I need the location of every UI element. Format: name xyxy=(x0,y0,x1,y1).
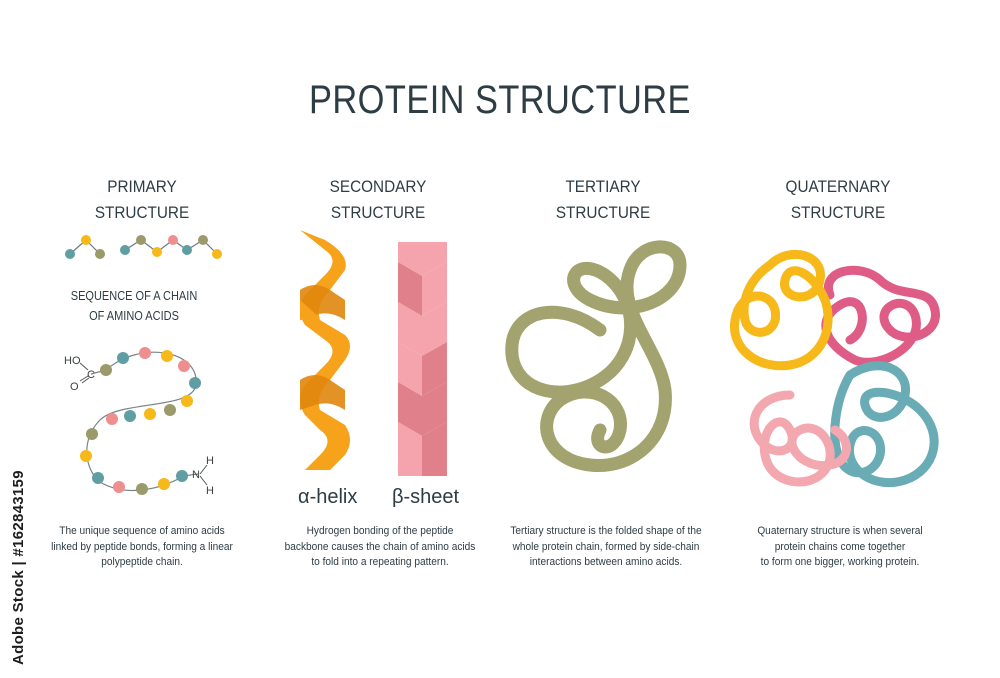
tertiary-description-line2: whole protein chain, formed by side-chai… xyxy=(512,540,700,553)
quaternary-teal-chain xyxy=(830,361,939,488)
chem-label-h-bottom: H xyxy=(206,485,214,497)
quaternary-description-line2: protein chains come together xyxy=(774,540,906,553)
secondary-description: Hydrogen bonding of the peptide backbone… xyxy=(270,524,491,571)
tertiary-heading-line2: STRUCTURE xyxy=(555,203,651,222)
beta-sheet xyxy=(398,242,447,476)
beta-sheet-label: β-sheet xyxy=(392,486,460,508)
quaternary-pink-chain xyxy=(821,265,940,367)
primary-subheading-line2: OF AMINO ACIDS xyxy=(89,309,179,323)
primary-subheading: SEQUENCE OF A CHAIN OF AMINO ACIDS xyxy=(37,286,231,326)
primary-subheading-line1: SEQUENCE OF A CHAIN xyxy=(70,289,198,303)
tertiary-description-line1: Tertiary structure is the folded shape o… xyxy=(510,525,702,537)
quaternary-heading: QUATERNARY STRUCTURE xyxy=(739,174,937,226)
secondary-description-line3: to fold into a repeating pattern. xyxy=(311,556,449,568)
chem-label-o: O xyxy=(70,381,79,393)
tertiary-description: Tertiary structure is the folded shape o… xyxy=(496,524,717,571)
primary-heading: PRIMARY STRUCTURE xyxy=(43,174,241,226)
quaternary-description-line3: to form one bigger, working protein. xyxy=(760,556,920,568)
primary-heading-line2: STRUCTURE xyxy=(94,203,190,222)
quaternary-heading-line2: STRUCTURE xyxy=(790,203,886,222)
secondary-description-line1: Hydrogen bonding of the peptide xyxy=(306,525,454,537)
chem-labels: HO O C H N H xyxy=(64,355,214,497)
primary-description: The unique sequence of amino acids linke… xyxy=(32,524,253,571)
quaternary-description: Quaternary structure is when several pro… xyxy=(730,524,951,571)
chem-label-ho: HO xyxy=(64,355,81,367)
primary-short-chain-beads xyxy=(65,235,222,259)
primary-s-chain-beads xyxy=(80,347,201,495)
chem-label-c: C xyxy=(87,369,95,381)
carboxyl-group-lines xyxy=(79,362,90,384)
tertiary-description-line3: interactions between amino acids. xyxy=(529,556,683,568)
chem-label-h-top: H xyxy=(206,455,214,467)
quaternary-heading-line1: QUATERNARY xyxy=(785,177,891,196)
tertiary-heading-line1: TERTIARY xyxy=(565,177,641,196)
stock-id-watermark: Adobe Stock | #162843159 xyxy=(10,470,27,665)
primary-description-line3: polypeptide chain. xyxy=(101,556,183,568)
tertiary-heading: TERTIARY STRUCTURE xyxy=(504,174,702,226)
secondary-heading-line2: STRUCTURE xyxy=(330,203,426,222)
primary-description-line2: linked by peptide bonds, forming a linea… xyxy=(51,540,233,553)
primary-heading-line1: PRIMARY xyxy=(107,177,177,196)
primary-description-line1: The unique sequence of amino acids xyxy=(59,525,225,537)
amino-group-lines xyxy=(199,464,208,486)
quaternary-light-pink-chain xyxy=(749,390,851,487)
quaternary-description-line1: Quaternary structure is when several xyxy=(757,525,923,537)
secondary-heading: SECONDARY STRUCTURE xyxy=(279,174,477,226)
quaternary-yellow-chain xyxy=(730,249,833,371)
chem-label-n: N xyxy=(192,469,200,481)
page-title: PROTEIN STRUCTURE xyxy=(309,78,691,122)
secondary-description-line2: backbone causes the chain of amino acids xyxy=(284,540,476,553)
tertiary-fold xyxy=(505,240,687,473)
alpha-helix-label: α-helix xyxy=(298,486,358,508)
secondary-heading-line1: SECONDARY xyxy=(329,177,427,196)
alpha-helix xyxy=(300,230,350,470)
